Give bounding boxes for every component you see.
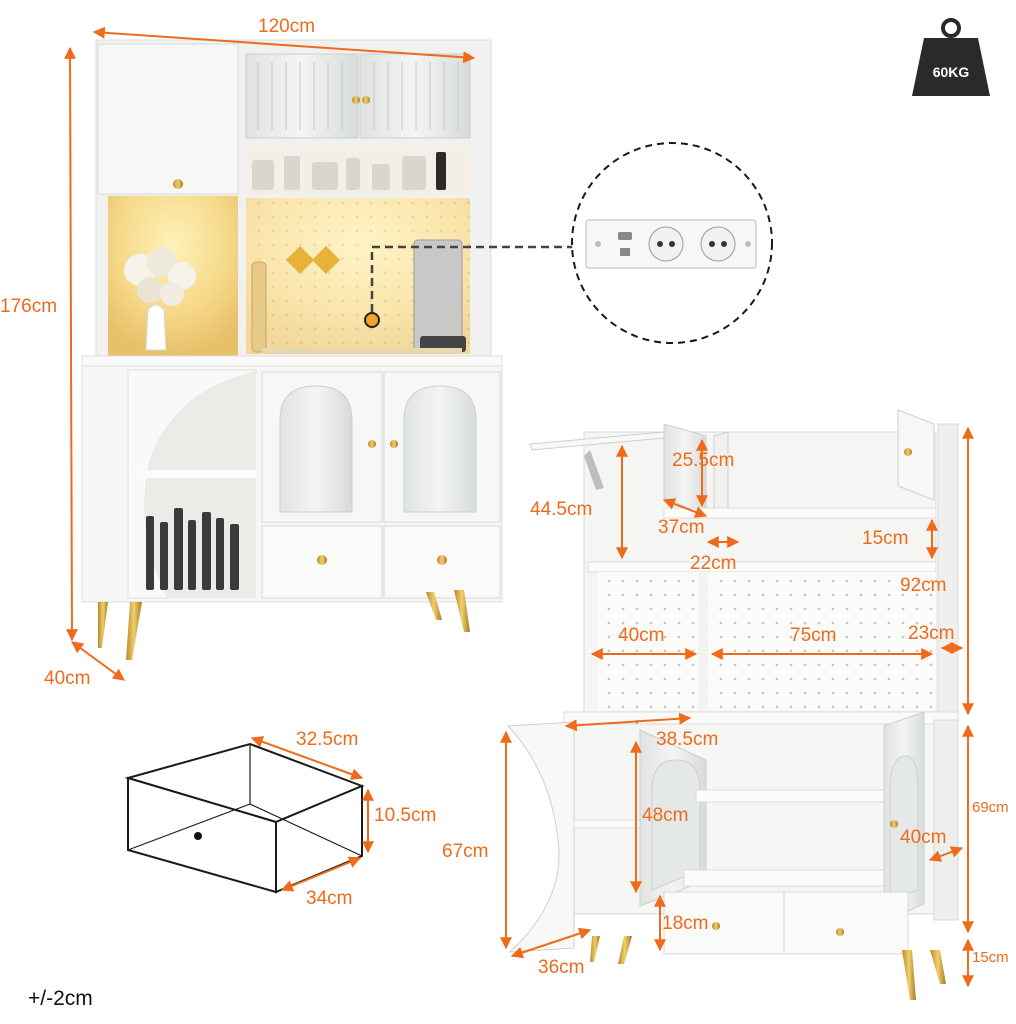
lower-door-depth-label: 40cm: [900, 827, 947, 848]
weight-badge: 60KG: [932, 64, 970, 80]
top-shelf-depth-label: 37cm: [658, 517, 705, 538]
top-door-height-label: 44.5cm: [530, 499, 593, 520]
leg-height-inner-label: 18cm: [662, 913, 709, 934]
drawer-depth-label: 34cm: [306, 888, 353, 909]
hutch-height-label: 92cm: [900, 575, 947, 596]
overall-height-label: 176cm: [0, 296, 58, 317]
power-strip-callout: [571, 142, 773, 344]
center-section-width-label: 75cm: [790, 625, 837, 646]
base-depth-label: 36cm: [538, 957, 585, 978]
left-section-width-label: 40cm: [618, 625, 665, 646]
leg-height-label: 15cm: [972, 949, 1009, 966]
inner-door-height-label: 48cm: [642, 805, 689, 826]
counter-depth-label: 38.5cm: [656, 729, 719, 750]
tolerance-note: +/-2cm: [28, 987, 93, 1010]
socket-icon: [700, 226, 736, 262]
overall-depth-label: 40cm: [44, 668, 91, 689]
open-cabinet: [500, 409, 974, 1000]
drawer-height-label: 10.5cm: [374, 805, 437, 826]
shelf-gap-label: 15cm: [862, 528, 909, 549]
weight-icon: [912, 18, 990, 96]
lower-cabinet-height-label: 69cm: [972, 799, 1009, 816]
drawer-drawing: [124, 736, 374, 894]
drawer-width-label: 32.5cm: [296, 729, 359, 750]
assembled-cabinet: [64, 26, 588, 681]
gap-small-label: 22cm: [690, 553, 737, 574]
pointer-dot-icon: [364, 312, 380, 328]
side-depth-label: 23cm: [908, 623, 955, 644]
base-height-label: 67cm: [442, 841, 489, 862]
overall-width-label: 120cm: [258, 16, 316, 37]
socket-icon: [648, 226, 684, 262]
top-door-width-label: 25.5cm: [672, 450, 735, 471]
usb-icon: [618, 232, 632, 240]
